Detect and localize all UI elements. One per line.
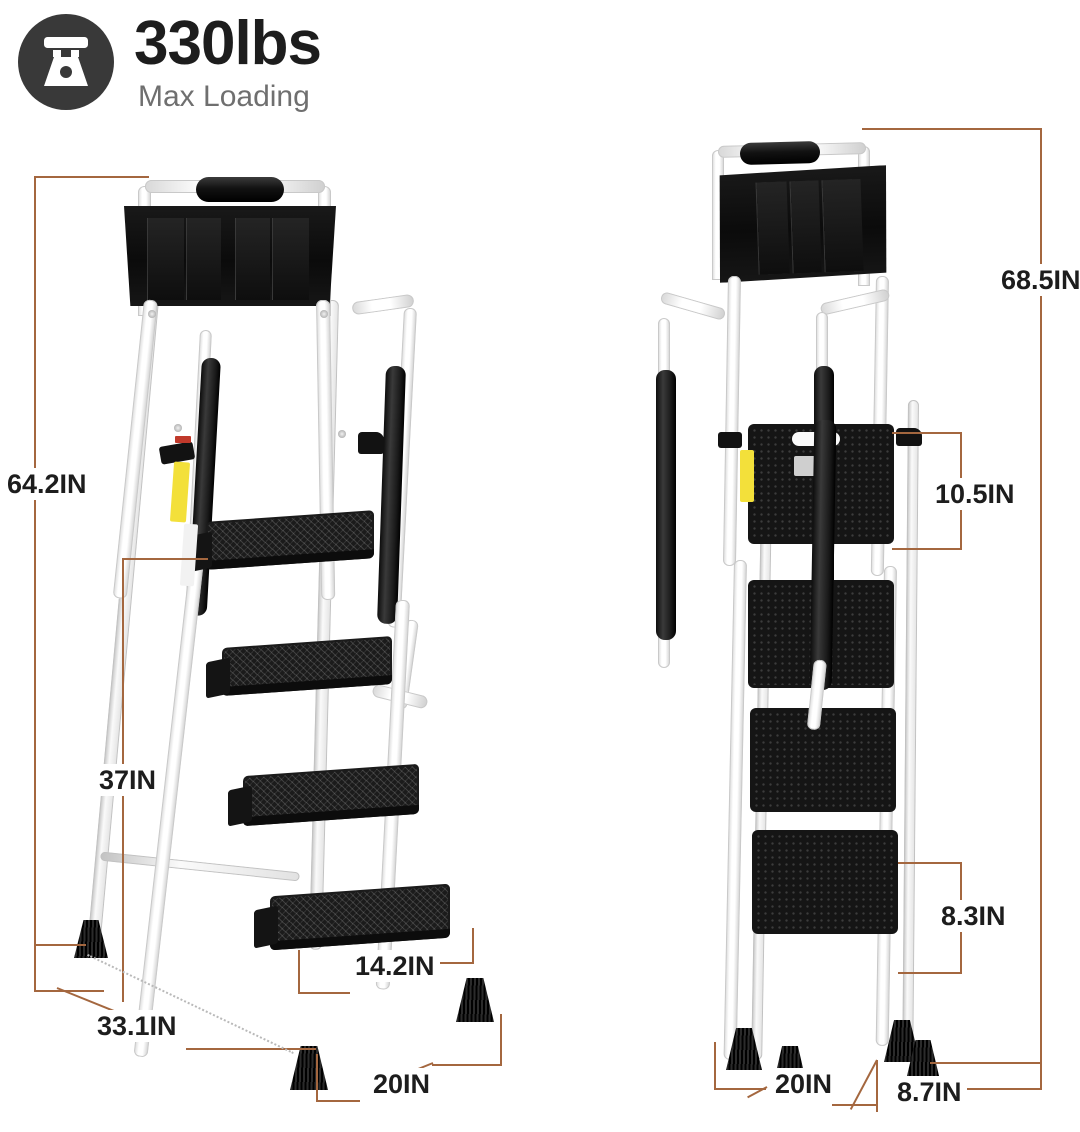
dim-base-depth-left-tick (34, 944, 36, 992)
max-loading-badge: 330lbs Max Loading (18, 8, 438, 120)
frame-rivet (148, 310, 156, 318)
step-tread-1 (206, 510, 374, 570)
dim-step-depth-bottom-lower-tick (898, 972, 962, 974)
padded-handle-grip (196, 177, 284, 202)
pouch-pocket (823, 179, 864, 272)
dim-base-width-label: 20IN (368, 1068, 436, 1100)
side-left-handrail-elbow (659, 291, 727, 321)
weight-scale-icon (18, 14, 114, 110)
dim-total-height-line (1040, 128, 1042, 1090)
side-inner-leg-rear (902, 399, 919, 1061)
dim-total-height-top-tick (862, 128, 1042, 130)
dim-base-width-left-tick (316, 1054, 318, 1102)
side-center-foam-grip (809, 419, 837, 691)
dim-folded-thickness-slant (849, 1059, 878, 1110)
pouch-pocket (757, 182, 790, 275)
side-padded-handle-grip (739, 140, 821, 166)
rear-cross-brace (100, 851, 300, 882)
pouch-pocket (273, 218, 309, 300)
frame-rivet (174, 424, 182, 432)
max-loading-value: 330lbs (134, 9, 322, 78)
step-tread-2 (222, 636, 392, 696)
pouch-pocket (148, 218, 184, 300)
dim-step-width-right-tick (472, 928, 474, 964)
rubber-foot-cap (74, 920, 108, 958)
dim-base-width-line-right (432, 1064, 502, 1066)
dim-step-depth-top-label: 10.5IN (930, 478, 1020, 510)
handrail-lock-knob (358, 432, 384, 454)
dim-folded-thickness-label: 8.7IN (892, 1076, 967, 1108)
max-loading-label: Max Loading (138, 80, 310, 113)
dim-step-width-line-right (432, 962, 474, 964)
dim-platform-height-top-tick (122, 558, 208, 560)
side-front-rail (722, 275, 741, 567)
dim-step-depth-top-upper-tick (892, 432, 962, 434)
dim-folded-base-width-left-tick (714, 1042, 716, 1090)
rubber-foot-cap (290, 1046, 328, 1090)
dim-overall-height-line (34, 176, 36, 946)
dim-folded-base-width-line-left (714, 1088, 766, 1090)
dim-step-depth-top-lower-tick (892, 548, 962, 550)
dim-overall-height-bottom-tick (34, 944, 86, 946)
dim-folded-base-width-label: 20IN (770, 1068, 838, 1100)
side-handrail-lock-knob (896, 428, 922, 446)
dim-overall-height-label: 64.2IN (2, 468, 92, 500)
dim-step-width-label: 14.2IN (350, 950, 440, 982)
rubber-foot-cap (456, 978, 494, 1022)
dim-folded-thickness-line (930, 1062, 1042, 1064)
dim-overall-height-top-tick (34, 176, 149, 178)
dim-step-depth-bottom-label: 8.3IN (936, 900, 1011, 932)
pouch-pocket (236, 218, 270, 300)
yellow-warning-sticker (169, 461, 191, 523)
dim-base-depth-line-lower (186, 1048, 316, 1050)
dim-step-width-line-left (298, 992, 350, 994)
side-left-handrail-foam-grip (656, 370, 676, 640)
step-bracket (206, 657, 230, 699)
step-tread-4 (270, 883, 450, 951)
dim-total-height-label: 68.5IN (996, 264, 1080, 296)
dim-platform-height-label: 37IN (94, 764, 162, 796)
side-step-tread-4 (752, 830, 898, 934)
dim-folded-thickness-left-tick (876, 1060, 878, 1112)
step-bracket (254, 905, 278, 949)
side-yellow-warning-sticker (740, 450, 754, 502)
pouch-pocket (791, 181, 822, 274)
side-front-leg (723, 559, 747, 1061)
dim-total-height-bottom-tick (930, 1088, 1042, 1090)
step-bracket (228, 785, 252, 827)
dim-base-width-line-left (316, 1100, 360, 1102)
pouch-pocket (187, 218, 221, 300)
dim-step-width-left-tick (298, 950, 300, 994)
side-step-tread-3 (750, 708, 896, 812)
dim-base-width-right-tick (500, 1014, 502, 1066)
side-tool-pouch (716, 165, 890, 283)
frame-rivet (338, 430, 346, 438)
frame-rivet (320, 310, 328, 318)
dim-base-depth-label: 33.1IN (92, 1010, 182, 1042)
tool-pouch (124, 206, 336, 306)
dim-step-depth-bottom-upper-tick (898, 862, 962, 864)
side-folding-latch (718, 432, 742, 448)
red-warning-mark (175, 436, 191, 443)
